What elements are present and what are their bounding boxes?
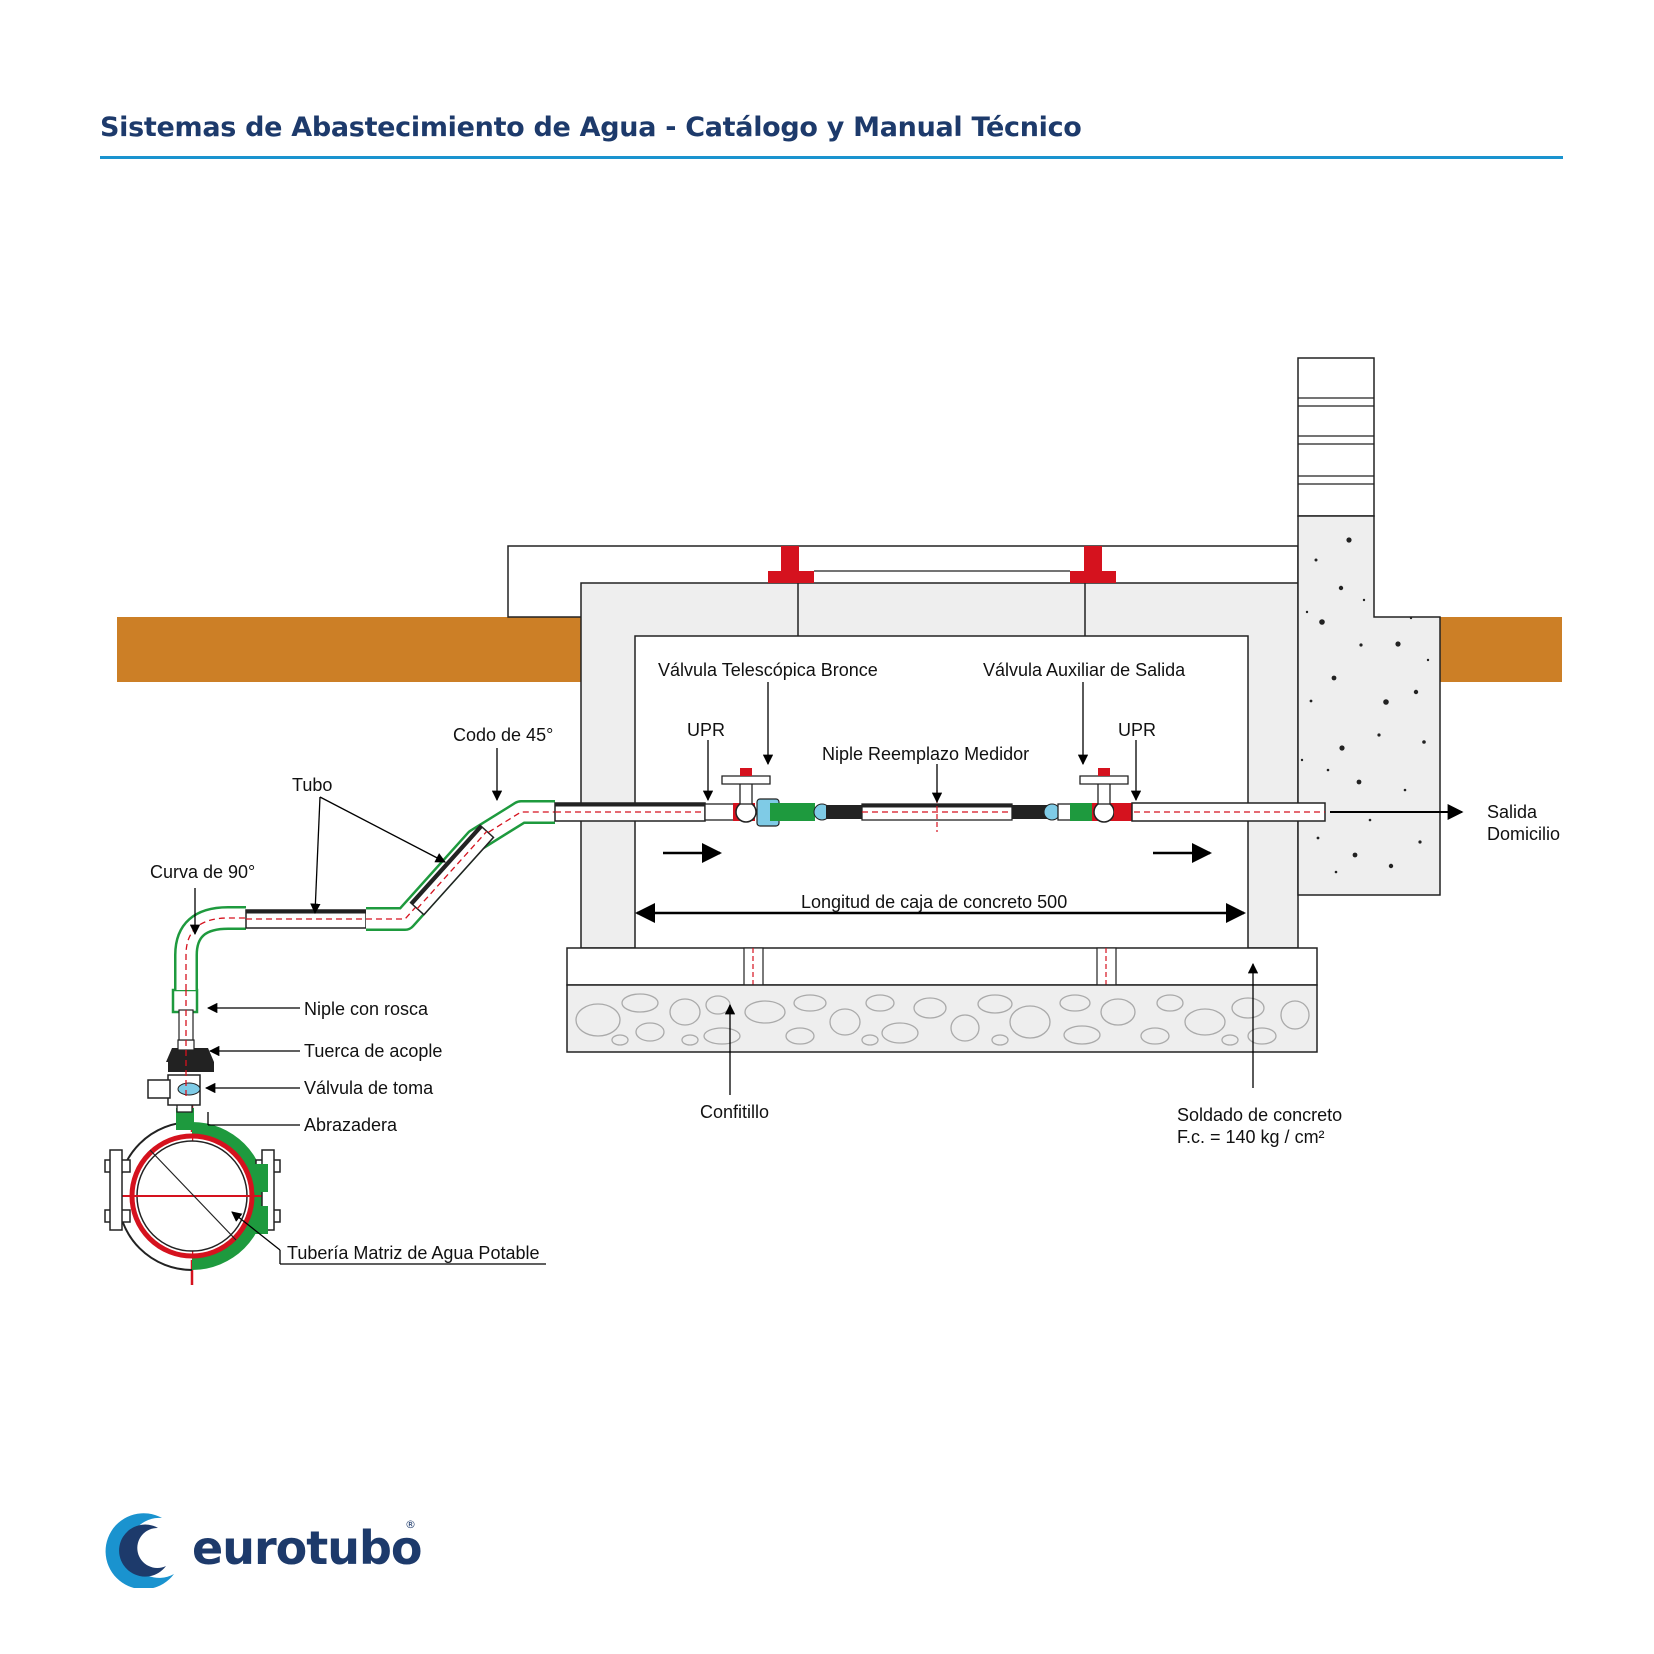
label-valvula-toma: Válvula de toma [304, 1078, 434, 1098]
label-soldado-1: Soldado de concreto [1177, 1105, 1342, 1125]
soil-band-right [1440, 617, 1562, 682]
label-longitud-caja: Longitud de caja de concreto 500 [801, 892, 1067, 912]
soil-band-left [117, 617, 581, 682]
page-title: Sistemas de Abastecimiento de Agua - Cat… [100, 112, 1082, 143]
label-salida-1: Salida [1487, 802, 1538, 822]
label-niple-rosca: Niple con rosca [304, 999, 429, 1019]
label-upr-right: UPR [1118, 720, 1156, 740]
gravel-stones [575, 993, 1310, 1046]
brand-logo: eurotubo ® [100, 1508, 430, 1598]
label-curva-90: Curva de 90° [150, 862, 255, 882]
gravel-bed [566, 984, 1318, 1053]
swirl-c-icon [105, 1513, 174, 1588]
leader-lines [189, 682, 1259, 1265]
label-confitillo: Confitillo [700, 1102, 769, 1122]
registered-mark: ® [405, 1518, 416, 1531]
label-valvula-auxiliar: Válvula Auxiliar de Salida [983, 660, 1186, 680]
meter-assembly [704, 768, 1326, 832]
sidewalk-wall [1297, 357, 1441, 896]
lid-frame [768, 546, 1116, 583]
label-tuberia-matriz: Tubería Matriz de Agua Potable [287, 1243, 539, 1263]
label-upr-left: UPR [687, 720, 725, 740]
label-salida-2: Domicilio [1487, 824, 1560, 844]
label-codo-45: Codo de 45° [453, 725, 553, 745]
label-tubo: Tubo [292, 775, 332, 795]
label-abrazadera: Abrazadera [304, 1115, 398, 1135]
header-divider [100, 156, 1563, 159]
concrete-base [566, 947, 1318, 986]
label-valvula-telescopica: Válvula Telescópica Bronce [658, 660, 878, 680]
label-tuerca-acople: Tuerca de acople [304, 1041, 442, 1061]
label-niple-reemplazo: Niple Reemplazo Medidor [822, 744, 1029, 764]
drain-pipes [743, 947, 1117, 986]
brand-name: eurotubo [192, 1521, 423, 1575]
label-soldado-2: F.c. = 140 kg / cm² [1177, 1127, 1325, 1147]
tap-assembly [147, 988, 214, 1130]
